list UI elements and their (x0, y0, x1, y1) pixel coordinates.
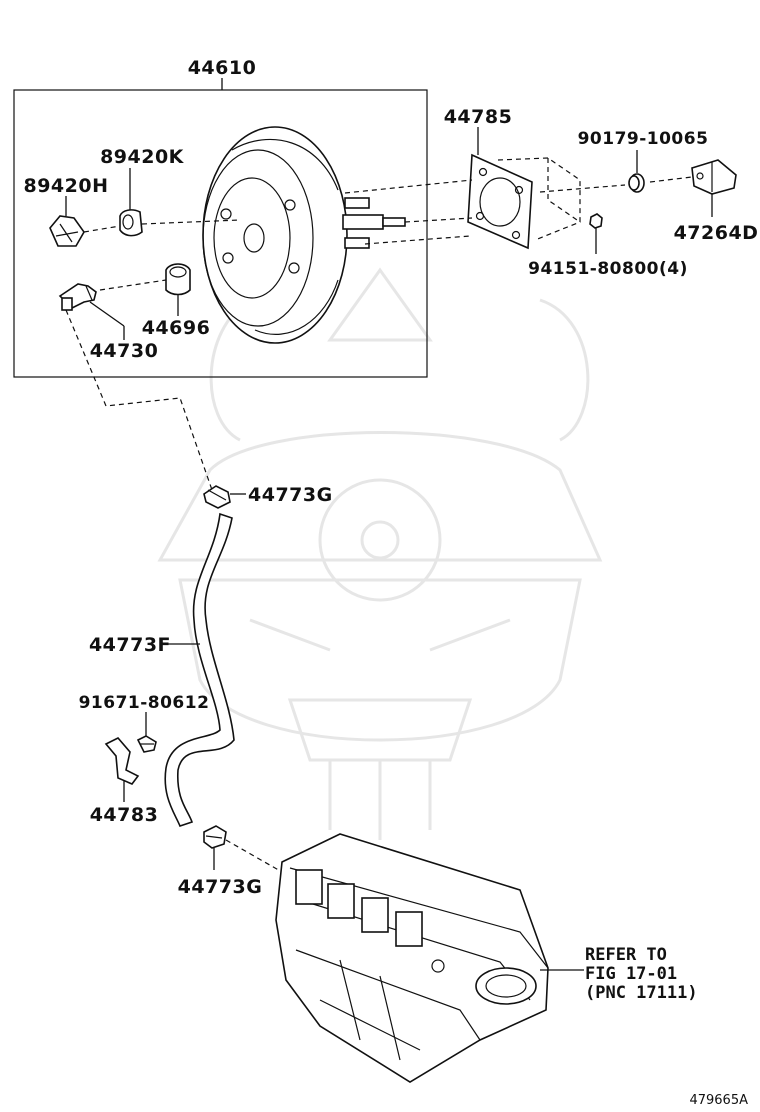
washer[interactable] (628, 173, 645, 193)
label-nut[interactable]: 94151-80800(4) (528, 259, 688, 279)
bolt[interactable] (136, 735, 157, 753)
label-gasket[interactable]: 44785 (444, 106, 513, 128)
check-valve-89420h[interactable] (49, 215, 85, 247)
nut[interactable] (589, 213, 603, 229)
label-union[interactable]: 44730 (90, 340, 159, 362)
intake-manifold[interactable] (275, 833, 549, 1083)
reference-note[interactable]: REFER TO FIG 17-01 (PNC 17111) (585, 945, 698, 1003)
label-bracket[interactable]: 44783 (90, 804, 159, 826)
label-clip-lower[interactable]: 44773G (178, 876, 263, 898)
label-clip-upper[interactable]: 44773G (248, 484, 333, 506)
hose-clip-lower[interactable] (203, 825, 227, 849)
vacuum-hose[interactable] (164, 512, 235, 827)
diagram-id: 479665A (689, 1093, 748, 1108)
reference-line2: FIG 17-01 (585, 964, 677, 984)
label-hose[interactable]: 44773F (89, 634, 171, 656)
check-valve-89420k[interactable] (119, 209, 143, 237)
watermark-helmet-icon (157, 267, 603, 840)
union-fitting[interactable] (58, 283, 97, 311)
label-check-valve-89420h[interactable]: 89420H (23, 175, 108, 197)
clevis-fork[interactable] (691, 159, 737, 195)
booster-assembly-box (13, 78, 428, 378)
brake-booster[interactable] (202, 126, 406, 344)
label-booster-assembly[interactable]: 44610 (188, 57, 257, 79)
gasket[interactable] (467, 153, 581, 250)
label-washer[interactable]: 90179-10065 (578, 129, 709, 149)
bracket[interactable] (104, 737, 140, 785)
reference-line3: (PNC 17111) (585, 983, 698, 1003)
label-fork[interactable]: 47264D (674, 222, 759, 244)
reference-line1: REFER TO (585, 945, 667, 965)
label-check-valve-89420k[interactable]: 89420K (100, 146, 185, 168)
label-bolt[interactable]: 91671-80612 (79, 693, 210, 713)
hose-clip-upper[interactable] (203, 485, 231, 509)
grommet[interactable] (165, 263, 191, 296)
label-grommet[interactable]: 44696 (142, 317, 211, 339)
